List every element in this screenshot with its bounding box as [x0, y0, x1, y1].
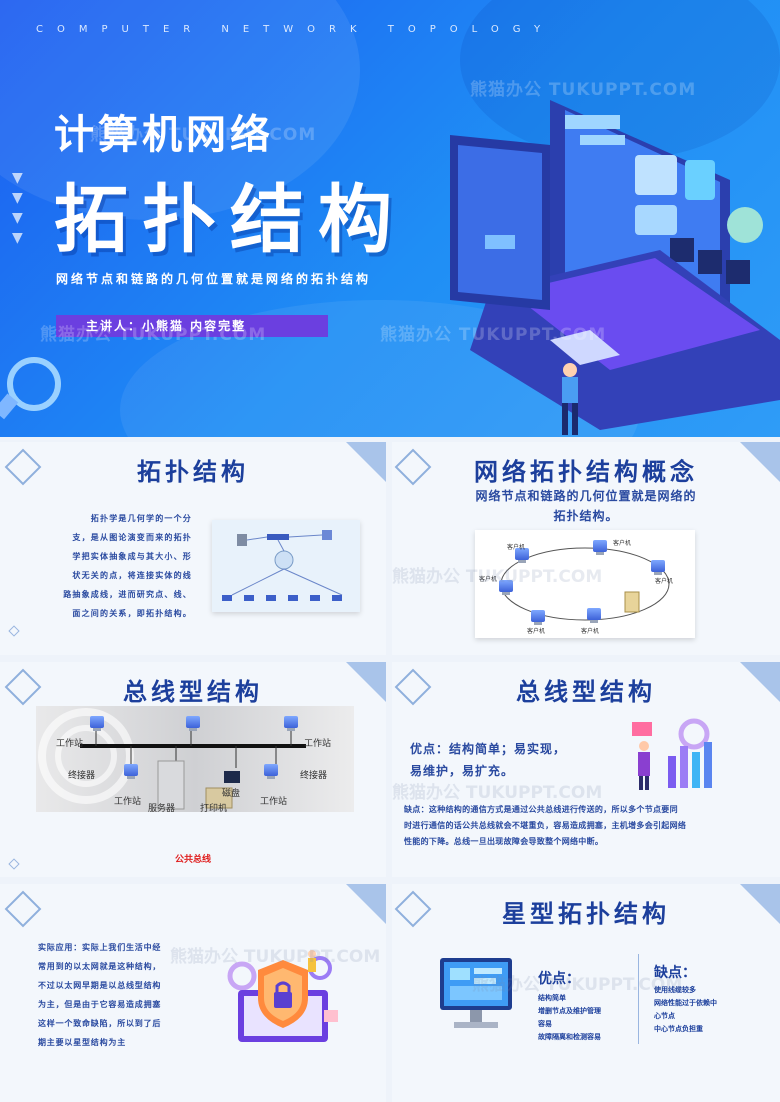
watermark: 熊猫办公 TUKUPPT.COM [90, 125, 317, 145]
text-line: 面之间的关系，即拓扑结构。 [72, 609, 192, 618]
text-line: 期主要以星型结构为主 [38, 1038, 126, 1047]
pros-title: 优点： [538, 971, 580, 987]
text-line: 这样一个致命缺陷，所以到了后 [38, 1019, 162, 1028]
node-label: 客户机 [613, 540, 632, 547]
presenter-bar: 主讲人：小熊猫 内容完整 [56, 315, 328, 337]
slide-topology: 拓扑结构 拓扑学是几何学的一个分 支，是从图论演变而来的拓扑 学把实体抽象成与其… [0, 442, 386, 655]
pros-list: 结构简单 增删节点及维护管理 容易 故障隔离和检测容易 [538, 992, 601, 1044]
list-item: 结构简单 [538, 994, 566, 1002]
text-line: 缺点：这种结构的通信方式是通过公共总线进行传送的，所以多个节点要同 [404, 805, 678, 814]
watermark: 熊猫办公 TUKUPPT.COM [40, 325, 267, 345]
slide-title: 总线型结构 [516, 678, 656, 706]
text-line: 不过以太网早期是以总线型结构 [38, 981, 162, 990]
watermark: 熊猫办公 TUKUPPT.COM [392, 567, 603, 587]
text-line: 支，是从图论演变而来的拓扑 [72, 533, 192, 542]
workstation-label: 工作站 [56, 739, 84, 749]
list-item: 增删节点及维护管理 [538, 1007, 601, 1015]
cons-title: 缺点： [654, 965, 696, 981]
text-line: 时进行通信的话公共总线就会不堪重负，容易造成拥塞，主机增多会引起网络 [404, 821, 687, 830]
hero-title-line2: 拓扑结构 [54, 177, 406, 263]
watermark: 熊猫办公 TUKUPPT.COM [392, 783, 603, 803]
slide-topology-concept: 网络拓扑结构概念 网络节点和链路的几何位置就是网络的 拓扑结构。 客户机 客户机… [392, 442, 780, 655]
printer-label: 打印机 [200, 804, 228, 814]
text-line: 拓扑学是几何学的一个分 [90, 514, 192, 523]
node-label: 客户机 [507, 544, 526, 551]
analytics-illustration [632, 718, 712, 790]
bus-diagram: 工作站 工作站 工作站 工作站 终接器 终接器 磁盘 服务器 打印机 [36, 706, 354, 814]
text-line: 易维护，易扩充。 [410, 764, 515, 778]
node-label: 客户机 [527, 628, 546, 635]
text-line: 路抽象成线，进而研究点、线、 [63, 590, 192, 599]
text-line: 拓扑结构。 [553, 509, 619, 523]
slide-title: 总线型结构 [123, 678, 263, 706]
disk-label: 磁盘 [222, 789, 241, 799]
node-label: 客户机 [655, 578, 674, 585]
slide-title: 网络拓扑结构概念 [474, 458, 698, 486]
text-line: 网络节点和链路的几何位置就是网络的 [475, 489, 697, 503]
workstation-label: 工作站 [114, 797, 142, 807]
text-line: 学把实体抽象成与其大小、形 [72, 552, 192, 561]
list-item: 中心节点负担重 [654, 1025, 703, 1033]
terminator-label: 终接器 [68, 771, 96, 781]
diamond-decoration [8, 625, 20, 637]
list-item: 使用线缆较多 [654, 986, 696, 994]
concept-subtitle: 网络节点和链路的几何位置就是网络的 拓扑结构。 [392, 486, 780, 526]
network-diagram-image [212, 520, 360, 612]
text-line: 优点：结构简单；易实现， [410, 742, 567, 756]
text-line: 状无关的点，将连接实体的线 [72, 571, 192, 580]
text-line: 常用到的以太网就是这种结构， [38, 962, 162, 971]
magnifier-icon [0, 357, 61, 420]
slide-title: 拓扑结构 [137, 458, 249, 486]
workstation-label: 工作站 [304, 739, 332, 749]
topology-description: 拓扑学是几何学的一个分 支，是从图论演变而来的拓扑 学把实体抽象成与其大小、形 … [32, 509, 192, 623]
cons-list: 使用线缆较多 网络性能过于依赖中 心节点 中心节点负担重 [654, 984, 717, 1036]
node-label: 客户机 [479, 576, 498, 583]
text-line: 性能的下降。总线一旦出现故障会导致整个网络中断。 [404, 837, 604, 846]
slide-bus-structure: 总线型结构 工作站 工作站 工作站 工作站 终接器 终接器 磁盘 服务器 [0, 662, 386, 877]
divider [638, 954, 639, 1044]
security-illustration [227, 950, 338, 1042]
computer-illustration [440, 958, 512, 1028]
hero-description: 网络节点和链路的几何位置就是网络的拓扑结构 [56, 272, 372, 286]
bus-cons: 缺点：这种结构的通信方式是通过公共总线进行传送的，所以多个节点要同 时进行通信的… [404, 802, 774, 850]
terminator-label: 终接器 [300, 771, 328, 781]
text-line: 为主，但是由于它容易造成拥塞 [38, 1000, 162, 1009]
watermark: 熊猫办公 TUKUPPT.COM [380, 325, 607, 345]
hero-title-line1: 计算机网络 [54, 112, 274, 158]
chevron-decoration: ▼▼▼▼ [12, 170, 23, 246]
slide-star-topology: 星型拓扑结构 优点： 结构简单 增删节点及维护管理 容易 故障隔离和检测容易 缺… [392, 884, 780, 1102]
hero-english-subtitle: COMPUTER NETWORK TOPOLOGY [36, 24, 555, 35]
list-item: 容易 [538, 1020, 552, 1028]
list-item: 网络性能过于依赖中 [654, 999, 717, 1007]
watermark: 熊猫办公 TUKUPPT.COM [472, 975, 683, 995]
ring-topology-diagram: 客户机 客户机 客户机 客户机 客户机 客户机 [475, 530, 695, 638]
watermark: 熊猫办公 TUKUPPT.COM [170, 947, 381, 967]
bus-caption: 公共总线 [174, 855, 211, 865]
workstation-label: 工作站 [260, 797, 288, 807]
server-label: 服务器 [148, 804, 176, 814]
watermark: 熊猫办公 TUKUPPT.COM [470, 80, 697, 100]
list-item: 故障隔离和检测容易 [538, 1033, 601, 1041]
slide-title: 星型拓扑结构 [502, 900, 670, 928]
text-line: 实际应用：实际上我们生活中经 [38, 943, 162, 952]
hero-banner: COMPUTER NETWORK TOPOLOGY 计算机网络 拓扑结构 网络节… [0, 0, 780, 437]
node-label: 客户机 [581, 628, 600, 635]
list-item: 心节点 [654, 1012, 675, 1020]
slide-bus-pros-cons: 总线型结构 优点：结构简单；易实现， 易维护，易扩充。 缺点：这种结构的通信方式… [392, 662, 780, 877]
slide-ethernet-application: 实际应用：实际上我们生活中经 常用到的以太网就是这种结构， 不过以太网早期是以总… [0, 884, 386, 1102]
bus-pros: 优点：结构简单；易实现， 易维护，易扩充。 [410, 738, 566, 782]
application-text: 实际应用：实际上我们生活中经 常用到的以太网就是这种结构， 不过以太网早期是以总… [38, 938, 161, 1052]
laptop-illustration [450, 100, 780, 435]
